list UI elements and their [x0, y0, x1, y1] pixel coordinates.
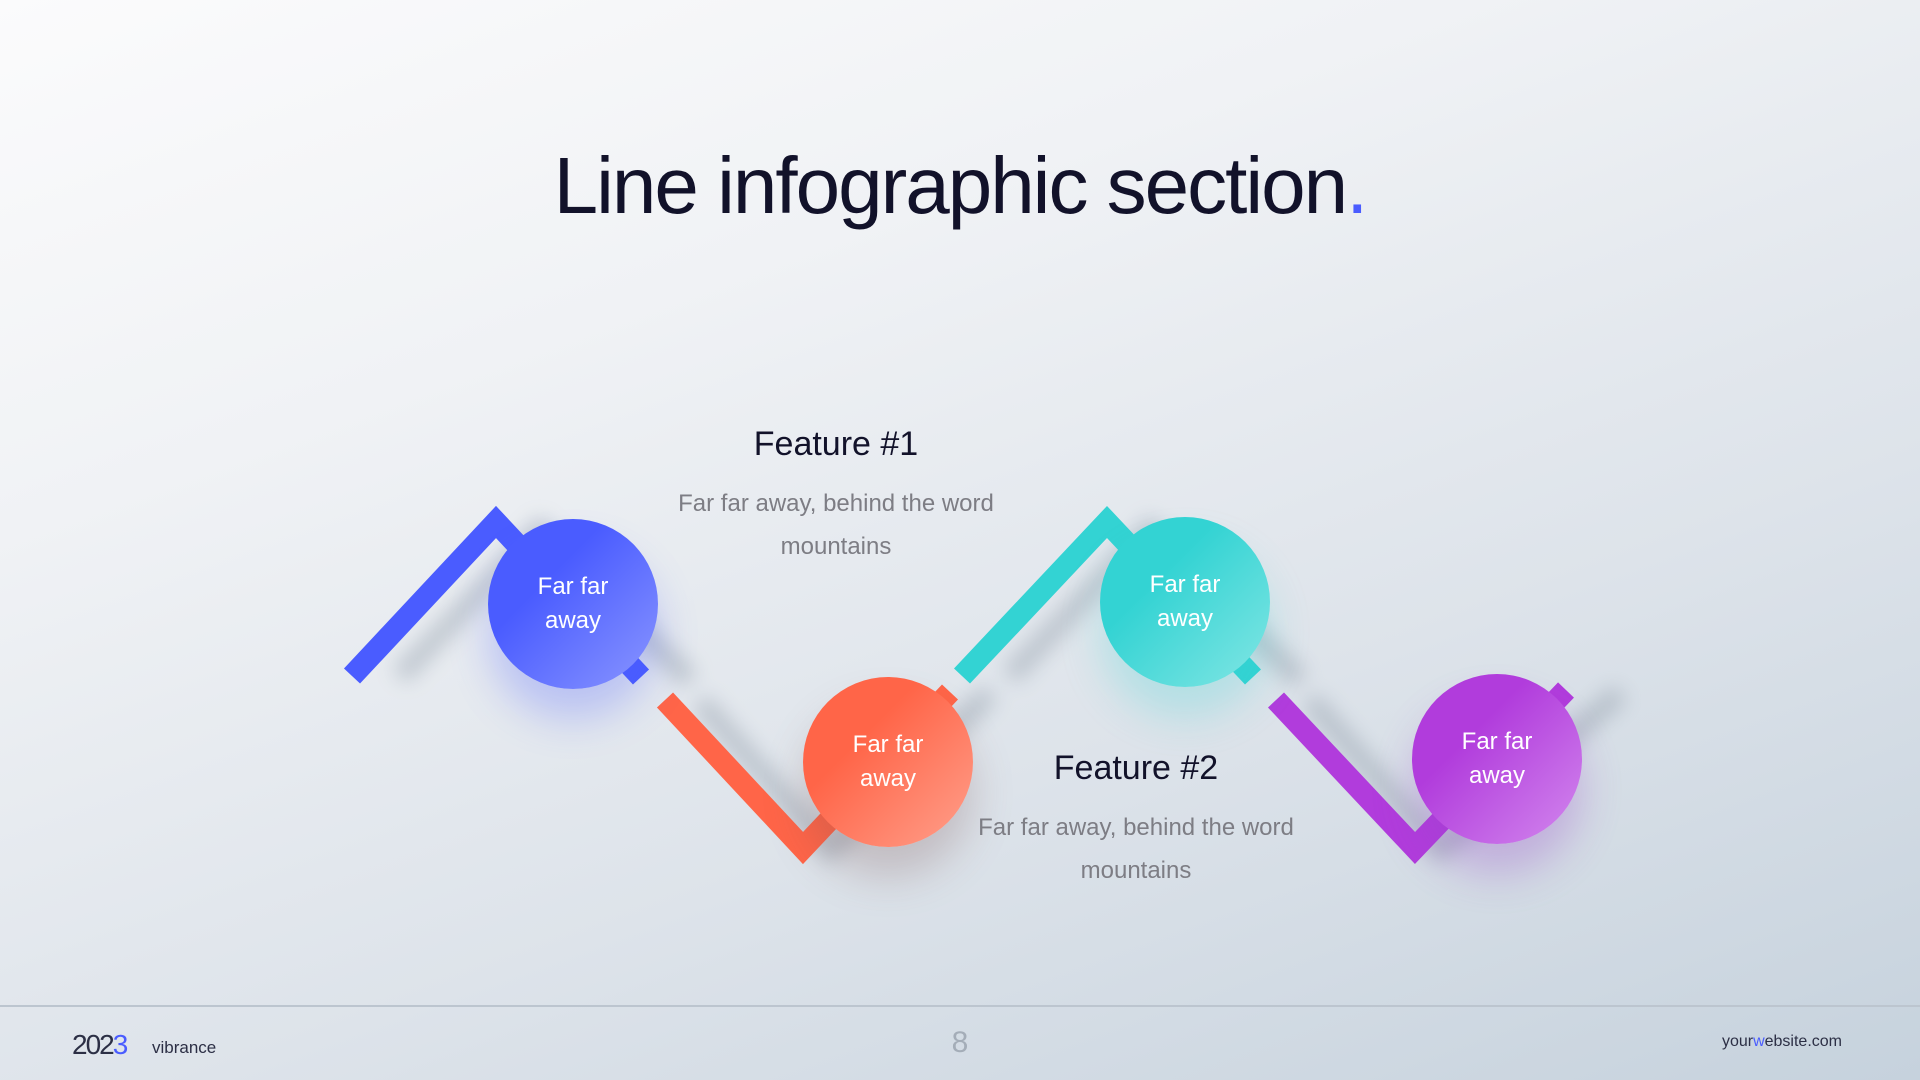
feature-title: Feature #1: [753, 425, 919, 463]
year-main: 202: [72, 1029, 115, 1060]
feature-description: Far far away, behind the word mountains: [678, 490, 994, 560]
step-label: Far far away: [537, 573, 609, 634]
step-circle-1: Far far away: [488, 519, 658, 689]
feature-description: Far far away, behind the word mountains: [978, 814, 1294, 884]
step-circle-2: Far far away: [803, 677, 973, 847]
title-accent-dot: .: [1346, 141, 1368, 230]
step-circle-3: Far far away: [1100, 517, 1270, 687]
step-label: Far far away: [1149, 571, 1221, 632]
footer-website[interactable]: yourwebsite.com: [1722, 1033, 1842, 1051]
page-number: 8: [951, 1026, 969, 1059]
year-accent: 3: [112, 1029, 129, 1060]
website-part: ebsite.com: [1764, 1033, 1842, 1050]
feature-block-1: Feature #1 Far far away, behind the word…: [656, 425, 1016, 568]
footer-year: 2023: [72, 1029, 129, 1061]
website-part: your: [1721, 1033, 1754, 1050]
website-accent: w: [1753, 1033, 1765, 1050]
step-circle-4: Far far away: [1412, 674, 1582, 844]
feature-title: Feature #2: [1053, 749, 1219, 787]
slide-title: Line infographic section.: [0, 140, 1920, 232]
slide-title-text: Line infographic section: [553, 141, 1349, 230]
footer-brand: vibrance: [152, 1038, 217, 1057]
feature-block-2: Feature #2 Far far away, behind the word…: [956, 749, 1316, 892]
step-label: Far far away: [852, 731, 924, 792]
step-label: Far far away: [1461, 728, 1533, 789]
footer-divider: [0, 1005, 1920, 1007]
